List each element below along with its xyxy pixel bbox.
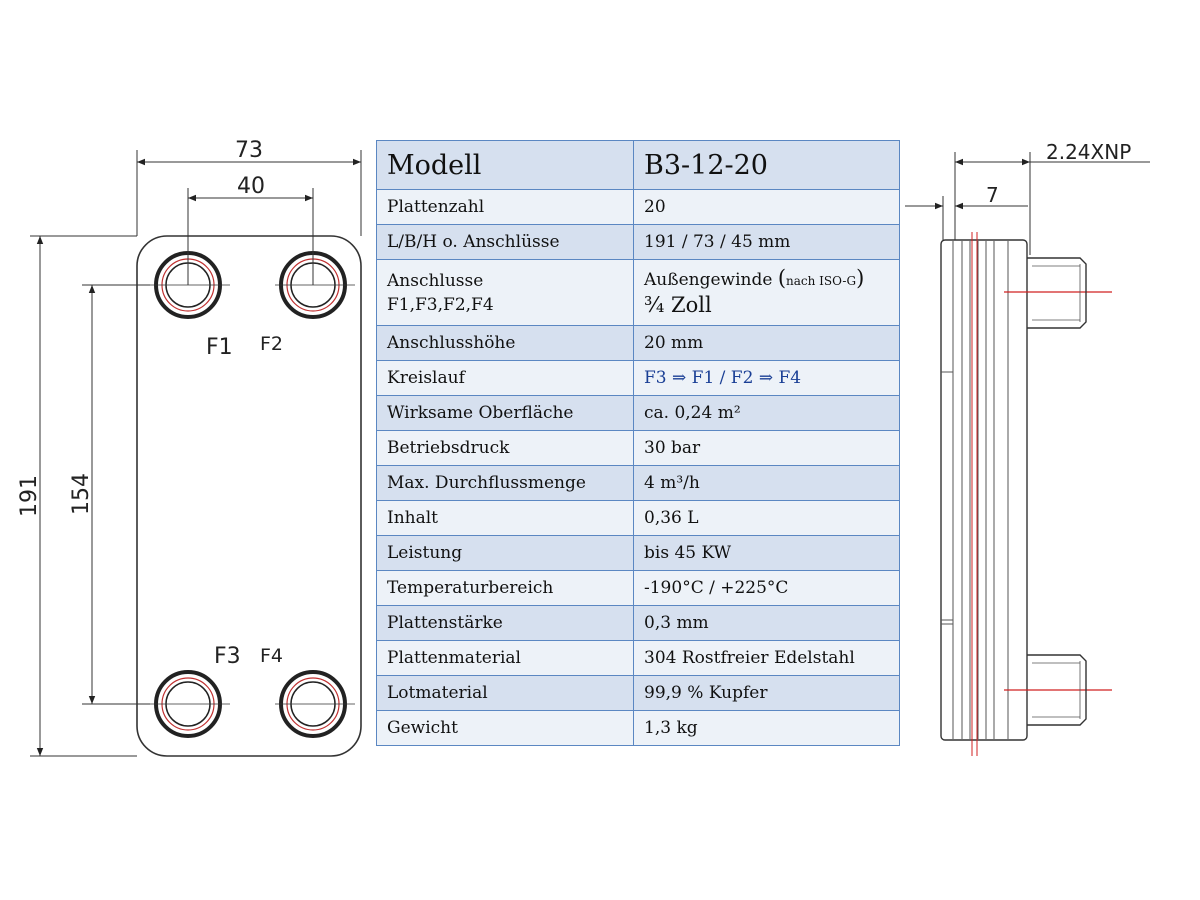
table-row: Temperaturbereich -190°C / +225°C (376, 570, 900, 606)
row-value: 20 (633, 189, 900, 225)
row-value-circuit: F3 ⇒ F1 / F2 ⇒ F4 (633, 360, 900, 396)
header-value: B3-12-20 (633, 140, 900, 190)
dimension-connection-height: 7 (986, 183, 999, 207)
row-key: Plattenzahl (376, 189, 634, 225)
row-value: 30 bar (633, 430, 900, 466)
dimension-height-outer: 191 (17, 475, 42, 517)
row-value: 0,36 L (633, 500, 900, 536)
port-f2 (275, 251, 355, 319)
row-value-note: nach ISO-G (786, 274, 857, 288)
row-key-line2: F1,F3,F2,F4 (387, 294, 494, 315)
row-value: 191 / 73 / 45 mm (633, 224, 900, 260)
table-row: Plattenmaterial 304 Rostfreier Edelstahl (376, 640, 900, 676)
row-key: Gewicht (376, 710, 634, 746)
row-key: Temperaturbereich (376, 570, 634, 606)
label-f3: F3 (214, 644, 241, 669)
table-row: Inhalt 0,36 L (376, 500, 900, 536)
row-key: Plattenstärke (376, 605, 634, 641)
port-f3 (150, 670, 230, 738)
row-key: Leistung (376, 535, 634, 571)
connector-bottom (1027, 654, 1087, 726)
row-value: -190°C / +225°C (633, 570, 900, 606)
row-key: L/B/H o. Anschlüsse (376, 224, 634, 260)
dimension-width-ports: 40 (237, 174, 265, 199)
row-value: Außengewinde (nach ISO-G)¾ Zoll (633, 259, 900, 326)
row-value: bis 45 KW (633, 535, 900, 571)
header-key: Modell (376, 140, 634, 190)
row-key: Inhalt (376, 500, 634, 536)
row-key-line1: Anschlusse (387, 270, 484, 291)
label-f1: F1 (206, 335, 233, 360)
row-value-main: Außengewinde (644, 270, 773, 290)
table-row: L/B/H o. Anschlüsse 191 / 73 / 45 mm (376, 224, 900, 260)
row-value: 304 Rostfreier Edelstahl (633, 640, 900, 676)
table-header-row: Modell B3-12-20 (376, 140, 900, 190)
table-row: Kreislauf F3 ⇒ F1 / F2 ⇒ F4 (376, 360, 900, 396)
dimension-thread: 2.24XNP (1046, 140, 1131, 164)
row-key: Plattenmaterial (376, 640, 634, 676)
row-key: Lotmaterial (376, 675, 634, 711)
label-f2: F2 (260, 333, 283, 355)
label-f4: F4 (260, 645, 283, 667)
row-key: Wirksame Oberfläche (376, 395, 634, 431)
side-view: 2.24XNP 7 (905, 140, 1150, 756)
row-value: 0,3 mm (633, 605, 900, 641)
plate-outline (136, 235, 362, 757)
table-row: Gewicht 1,3 kg (376, 710, 900, 746)
row-key: Max. Durchflussmenge (376, 465, 634, 501)
plate-stack-outline (940, 239, 1028, 741)
dimension-height-ports: 154 (69, 473, 94, 515)
dimension-width-outer: 73 (235, 138, 263, 163)
table-row: Wirksame Oberfläche ca. 0,24 m² (376, 395, 900, 431)
table-row: Lotmaterial 99,9 % Kupfer (376, 675, 900, 711)
spec-table: Modell B3-12-20 Plattenzahl 20 L/B/H o. … (376, 140, 900, 746)
table-row: Leistung bis 45 KW (376, 535, 900, 571)
table-row: Plattenzahl 20 (376, 189, 900, 225)
table-row: Anschlusshöhe 20 mm (376, 325, 900, 361)
row-value: 99,9 % Kupfer (633, 675, 900, 711)
port-f1 (150, 251, 230, 319)
port-f4 (275, 670, 355, 738)
row-value: 1,3 kg (633, 710, 900, 746)
connector-top (1027, 257, 1087, 329)
row-value-line2: ¾ Zoll (644, 293, 712, 317)
table-row: Max. Durchflussmenge 4 m³/h (376, 465, 900, 501)
row-key: Kreislauf (376, 360, 634, 396)
front-view: F1 F2 F3 F4 73 40 191 154 (17, 138, 362, 757)
row-key: Anschlusshöhe (376, 325, 634, 361)
row-value: ca. 0,24 m² (633, 395, 900, 431)
table-row: Plattenstärke 0,3 mm (376, 605, 900, 641)
row-key: Betriebsdruck (376, 430, 634, 466)
table-row: Betriebsdruck 30 bar (376, 430, 900, 466)
row-value: 4 m³/h (633, 465, 900, 501)
row-value: 20 mm (633, 325, 900, 361)
